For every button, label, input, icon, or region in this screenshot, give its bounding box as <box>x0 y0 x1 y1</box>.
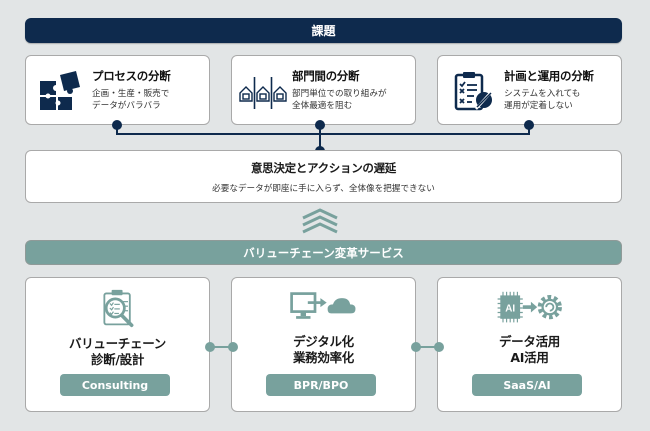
service-tag: SaaS/AI <box>472 374 582 396</box>
connector-line <box>116 125 118 134</box>
delay-box: 意思決定とアクションの遅延 必要なデータが即座に手に入らず、全体像を把握できない <box>25 150 622 203</box>
departments-icon <box>239 77 287 109</box>
service-title-line2: 診断/設計 <box>90 352 145 367</box>
monitor-cloud-icon <box>289 292 355 319</box>
connector-line <box>116 133 530 135</box>
service-title-line1: バリューチェーン <box>69 336 166 351</box>
service-connector-dot <box>205 342 215 352</box>
issue-desc-line2: 全体最適を阻む <box>292 101 353 111</box>
issue-desc-line1: 企画・生産・販売で <box>92 89 170 99</box>
issue-card-department: 部門間の分断 部門単位での取り組みが 全体最適を阻む <box>231 55 416 125</box>
connector-line <box>319 125 321 149</box>
service-card-digital: デジタル化 業務効率化 BPR/BPO <box>231 277 416 412</box>
service-connector-dot <box>411 342 421 352</box>
chevron-up-icon <box>302 208 338 234</box>
clipboard-magnifier-icon <box>102 289 133 328</box>
delay-title: 意思決定とアクションの遅延 <box>250 160 397 175</box>
service-connector-line <box>418 346 438 348</box>
service-card-ai: AI データ活用 AI活用 SaaS/AI <box>437 277 622 412</box>
ai-chip-gear-icon: AI <box>497 291 562 323</box>
connector-line <box>528 125 530 134</box>
issue-desc-line1: システムを入れても <box>504 89 581 99</box>
issue-desc-line2: 運用が定着しない <box>504 101 573 111</box>
issues-header: 課題 <box>25 18 622 43</box>
puzzle-icon <box>40 71 80 110</box>
issue-desc-line2: データがバラバラ <box>92 101 161 111</box>
issue-card-planning: 計画と運用の分断 システムを入れても 運用が定着しない <box>437 55 622 125</box>
service-connector-line <box>212 346 232 348</box>
service-title-line2: 業務効率化 <box>292 350 354 365</box>
issue-desc-line1: 部門単位での取り組みが <box>292 89 387 99</box>
service-bar-title: バリューチェーン変革サービス <box>243 245 404 260</box>
service-connector-dot <box>434 342 444 352</box>
issues-header-title: 課題 <box>311 24 336 38</box>
delay-desc: 必要なデータが即座に手に入らず、全体像を把握できない <box>212 183 435 194</box>
issue-title: プロセスの分断 <box>92 69 171 83</box>
service-tag: Consulting <box>60 374 170 396</box>
issue-title: 部門間の分断 <box>292 69 360 83</box>
service-title-line2: AI活用 <box>510 350 549 365</box>
service-tag: BPR/BPO <box>266 374 376 396</box>
service-title-line1: データ活用 <box>498 334 560 349</box>
service-bar: バリューチェーン変革サービス <box>25 240 622 265</box>
svg-text:AI: AI <box>505 304 515 315</box>
service-card-consulting: バリューチェーン 診断/設計 Consulting <box>25 277 210 412</box>
issue-title: 計画と運用の分断 <box>504 69 594 83</box>
clipboard-wrench-icon <box>454 72 493 111</box>
service-title-line1: デジタル化 <box>293 334 354 349</box>
service-connector-dot <box>228 342 238 352</box>
issue-card-process: プロセスの分断 企画・生産・販売で データがバラバラ <box>25 55 210 125</box>
